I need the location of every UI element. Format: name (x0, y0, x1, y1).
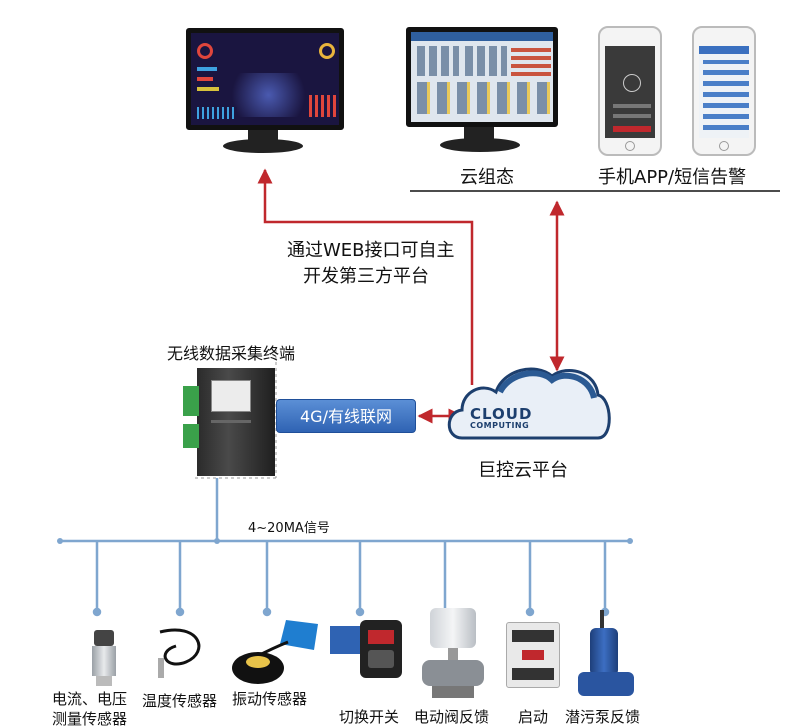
sensor-label-5: 电动阀反馈 (414, 708, 490, 726)
cloud-config-label: 云组态 (460, 167, 514, 188)
sensor-label-1a: 电流、电压 (52, 690, 128, 708)
sewage-pump-icon (576, 610, 638, 700)
scada-monitor (406, 27, 558, 127)
sensor-label-4: 切换开关 (339, 708, 400, 726)
web-interface-arrow (257, 168, 474, 385)
network-badge: 4G/有线联网 (276, 399, 416, 433)
current-voltage-sensor-icon (84, 630, 124, 686)
signal-label: 4~20MA信号 (248, 521, 330, 536)
data-terminal-device (183, 368, 275, 476)
cloud-logo-line2: COMPUTING (470, 421, 530, 430)
phone-login (598, 26, 662, 156)
cloud-icon (447, 367, 611, 440)
sensor-label-6: 启动 (518, 708, 549, 726)
temperature-sensor-icon (158, 628, 201, 678)
phone-app (692, 26, 756, 156)
cloud-logo: CLOUD COMPUTING (470, 405, 533, 432)
sensor-label-1b: 测量传感器 (52, 710, 128, 727)
electric-valve-icon (422, 608, 484, 700)
start-contactor-icon (506, 622, 560, 688)
mobile-alert-label: 手机APP/短信告警 (598, 167, 747, 188)
sensor-label-2: 温度传感器 (142, 692, 218, 710)
sensor-label-3: 振动传感器 (232, 690, 308, 708)
dashboard-monitor (186, 28, 344, 130)
sensor-label-7: 潜污泵反馈 (565, 708, 641, 726)
vibration-sensor-icon (232, 620, 318, 684)
switch-icon (330, 620, 406, 688)
terminal-label: 无线数据采集终端 (167, 344, 296, 363)
web-interface-label-2: 开发第三方平台 (303, 266, 429, 287)
cloud-logo-line1: CLOUD (470, 405, 533, 423)
web-interface-label-1: 通过WEB接口可自主 (287, 240, 455, 261)
platform-label: 巨控云平台 (478, 460, 568, 481)
